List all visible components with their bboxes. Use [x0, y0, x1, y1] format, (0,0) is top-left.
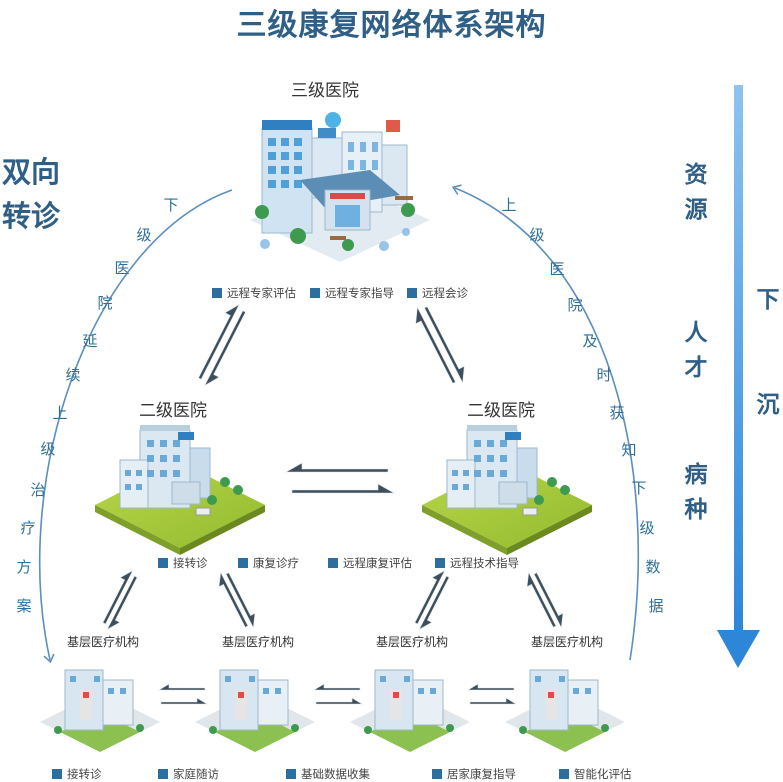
secondary-hospital-left-label: 二级医院 — [139, 401, 207, 421]
primary-institution-label: 基层医疗机构 — [67, 635, 140, 649]
arrow-char: 沉 — [756, 392, 780, 418]
curve-char: 疗 — [20, 519, 36, 537]
tertiary-tag: 远程专家指导 — [310, 285, 394, 301]
right-char: 人 — [684, 320, 708, 346]
curve-char: 上 — [501, 196, 517, 214]
right-char: 源 — [684, 197, 708, 223]
tertiary-hospital-illustration — [250, 112, 430, 262]
right-char: 才 — [684, 355, 708, 381]
secondary-tag: 远程康复评估 — [328, 555, 412, 571]
primary-tag: 智能化评估 — [559, 766, 632, 782]
primary-institution-label: 基层医疗机构 — [376, 635, 449, 649]
left-side-title: 双向 转诊 — [2, 150, 60, 238]
right-char: 资 — [684, 162, 708, 188]
primary-clinic-illustrations — [40, 669, 625, 752]
primary-clinic-1 — [40, 669, 160, 752]
secondary-tag: 远程技术指导 — [435, 555, 519, 571]
left-title-line-1: 双向 — [2, 155, 61, 189]
primary-tag: 居家康复指导 — [432, 766, 516, 782]
curve-char: 续 — [65, 366, 81, 384]
tertiary-hospital-label: 三级医院 — [291, 81, 359, 101]
tag-square-icon — [238, 558, 248, 568]
left-title-line-2: 转诊 — [2, 199, 61, 233]
curve-char: 方 — [16, 558, 32, 576]
arrow-char: 下 — [756, 287, 780, 313]
tertiary-tag: 远程专家评估 — [212, 285, 296, 301]
curve-char: 医 — [549, 260, 565, 278]
tag-square-icon — [52, 769, 62, 779]
diagram-title: 三级康复网络体系架构 — [236, 8, 547, 43]
tag-square-icon — [407, 288, 417, 298]
right-referral-curve — [451, 184, 639, 661]
curve-char: 下 — [631, 479, 647, 497]
curve-char: 级 — [136, 226, 152, 244]
tag-square-icon — [559, 769, 569, 779]
secondary-tag: 接转诊 — [158, 555, 208, 571]
curve-char: 及 — [582, 332, 598, 350]
curve-char: 级 — [529, 226, 545, 244]
tag-square-icon — [212, 288, 222, 298]
tag-square-icon — [435, 558, 445, 568]
primary-clinic-2 — [195, 669, 315, 752]
curve-char: 医 — [114, 259, 130, 277]
curve-char: 治 — [30, 481, 46, 499]
curve-char: 院 — [567, 296, 583, 314]
curve-char: 级 — [639, 519, 655, 537]
tag-square-icon — [286, 769, 296, 779]
tag-square-icon — [328, 558, 338, 568]
tertiary-tag: 远程会诊 — [407, 285, 468, 301]
right-char: 病 — [684, 462, 708, 488]
secondary-hospital-right-illustration — [422, 425, 592, 555]
primary-tag: 基础数据收集 — [286, 766, 370, 782]
primary-clinic-3 — [350, 669, 470, 752]
tag-square-icon — [158, 558, 168, 568]
primary-tag: 家庭随访 — [158, 766, 219, 782]
curve-char: 获 — [609, 404, 625, 422]
primary-institution-label: 基层医疗机构 — [531, 635, 604, 649]
resource-sinking-arrow — [717, 85, 760, 668]
secondary-hospital-left-illustration — [95, 425, 265, 555]
tag-square-icon — [432, 769, 442, 779]
curve-char: 上 — [52, 404, 68, 422]
secondary-tag: 康复诊疗 — [238, 555, 299, 571]
primary-institution-label: 基层医疗机构 — [222, 635, 295, 649]
curve-char: 数 — [645, 558, 661, 576]
curve-char: 级 — [40, 440, 56, 458]
curve-char: 知 — [621, 441, 637, 459]
primary-tag: 接转诊 — [52, 766, 102, 782]
curve-char: 时 — [596, 366, 612, 384]
curve-char: 延 — [82, 332, 98, 350]
tag-square-icon — [310, 288, 320, 298]
secondary-hospital-right-label: 二级医院 — [467, 401, 535, 421]
primary-clinic-4 — [505, 669, 625, 752]
curve-char: 院 — [97, 294, 113, 312]
connector-arrows — [102, 303, 564, 705]
right-char: 种 — [684, 497, 708, 523]
curve-char: 案 — [16, 597, 32, 615]
tag-square-icon — [158, 769, 168, 779]
curve-char: 下 — [163, 196, 179, 214]
curve-char: 据 — [648, 597, 664, 615]
left-referral-curve — [38, 189, 233, 664]
